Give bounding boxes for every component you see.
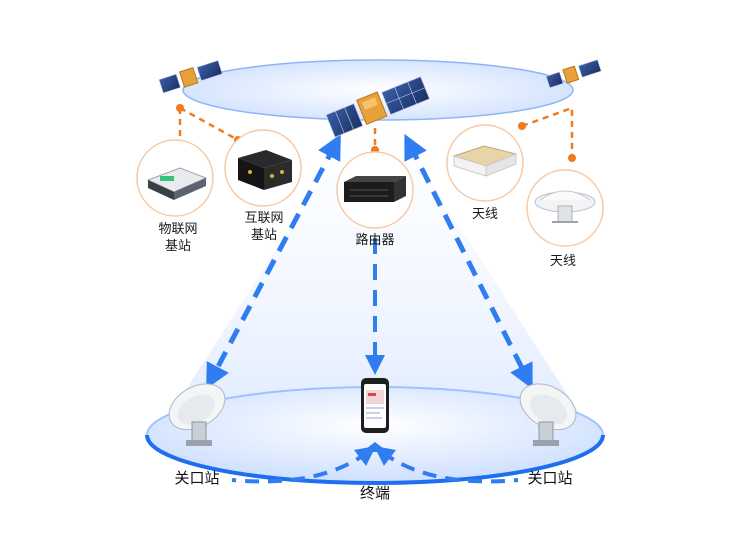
connector-dot: [518, 122, 526, 130]
satellite-dish-icon: [519, 383, 577, 446]
internet-base-station-label: 互联网 基站: [236, 210, 292, 244]
satellite-icon: [545, 59, 602, 89]
dome-antenna-circle: [526, 169, 604, 247]
right-gateway-label: 关口站: [527, 469, 573, 487]
internet-base-station-label-line2: 基站: [250, 228, 277, 243]
satellite-icon: [158, 60, 223, 94]
phone-icon: [361, 378, 389, 433]
beam-terminal-to-right-gateway: [373, 446, 519, 484]
satellite-dish-icon: [168, 383, 226, 446]
iot-base-station-label-line2: 基站: [164, 239, 191, 254]
ground-ring-front: [145, 434, 605, 485]
iot-device-circle: [136, 139, 214, 217]
flat-antenna-circle: [446, 124, 524, 202]
dome-antenna-label: 天线: [549, 254, 576, 269]
satellite-icon: [325, 76, 431, 138]
left-gateway-label: 关口站: [174, 469, 220, 487]
terminal-label: 终端: [359, 484, 390, 502]
connector-dot: [568, 154, 576, 162]
dome-antenna-icon: [534, 190, 596, 223]
beam-satellite-to-left-gateway: [206, 133, 341, 390]
connector-dot: [176, 104, 184, 112]
iot-base-station-label: 物联网 基站: [150, 221, 206, 255]
terminal-uplink-arrow: [362, 442, 388, 452]
beam-terminal-to-left-gateway: [231, 446, 377, 484]
router-label: 路由器: [355, 233, 395, 248]
iot-base-station-label-line1: 物联网: [158, 222, 198, 237]
ground-beams: [231, 446, 519, 484]
beam-satellite-to-right-gateway: [404, 133, 533, 390]
router-circle: [336, 151, 414, 229]
flat-antenna-label: 天线: [471, 207, 498, 222]
beam-arrows: [206, 133, 533, 390]
ground-coverage-area: [147, 387, 603, 483]
internet-device-circle: [224, 129, 302, 207]
iot-device-icon: [146, 167, 208, 200]
router-icon: [344, 176, 406, 202]
internet-base-station-label-line1: 互联网: [244, 211, 284, 226]
